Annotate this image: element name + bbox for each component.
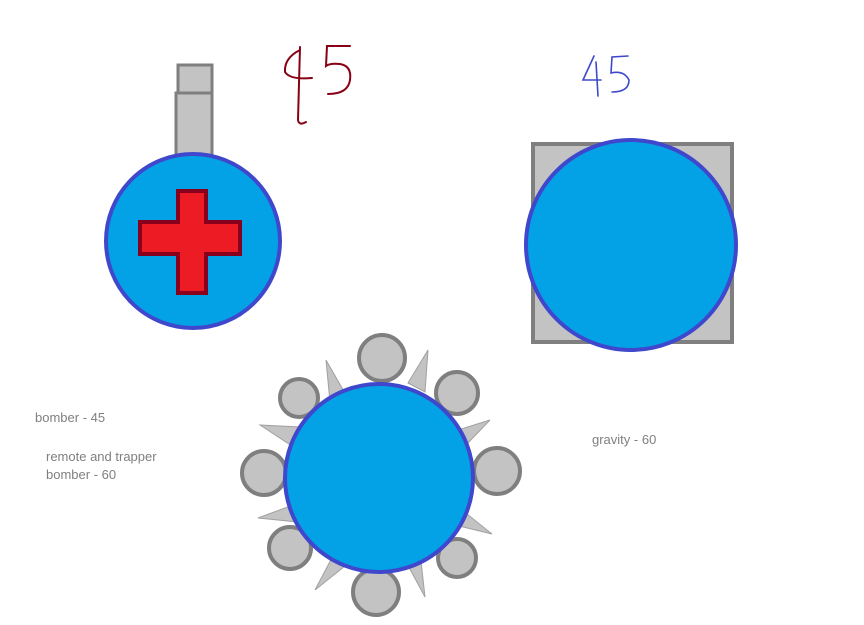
tank-bottom-orbs: [240, 333, 522, 617]
number-left-drawn: [283, 45, 352, 125]
tank-bottom-body: [283, 382, 475, 574]
tank-right: [524, 138, 738, 352]
tank-left-barrel-tip: [176, 63, 214, 95]
tank-right-body: [524, 138, 738, 352]
number-left: 45: [316, 91, 318, 93]
orb-top-right: [434, 370, 480, 416]
orb-left: [240, 449, 288, 497]
number-right-drawn: [581, 55, 630, 97]
label-remote-line1: remote and trapper: [46, 449, 157, 464]
label-remote-line2: bomber - 60: [46, 467, 117, 482]
number-right: 45: [605, 89, 607, 91]
label-bomber: bomber - 45: [35, 410, 106, 425]
orb-top-left: [278, 377, 320, 419]
medical-cross-icon: [138, 189, 242, 295]
orb-bottom-left: [267, 525, 313, 571]
orb-bottom-right: [436, 537, 478, 579]
tank-bottom: [240, 333, 522, 617]
tank-left: [104, 63, 282, 330]
orb-right: [472, 446, 522, 496]
tank-left-barrel: [174, 91, 214, 160]
label-gravity: gravity - 60: [592, 432, 657, 447]
orb-top: [357, 333, 407, 383]
orb-bottom: [351, 567, 401, 617]
label-remote-trapper: remote and trapper bomber - 60: [46, 448, 157, 484]
